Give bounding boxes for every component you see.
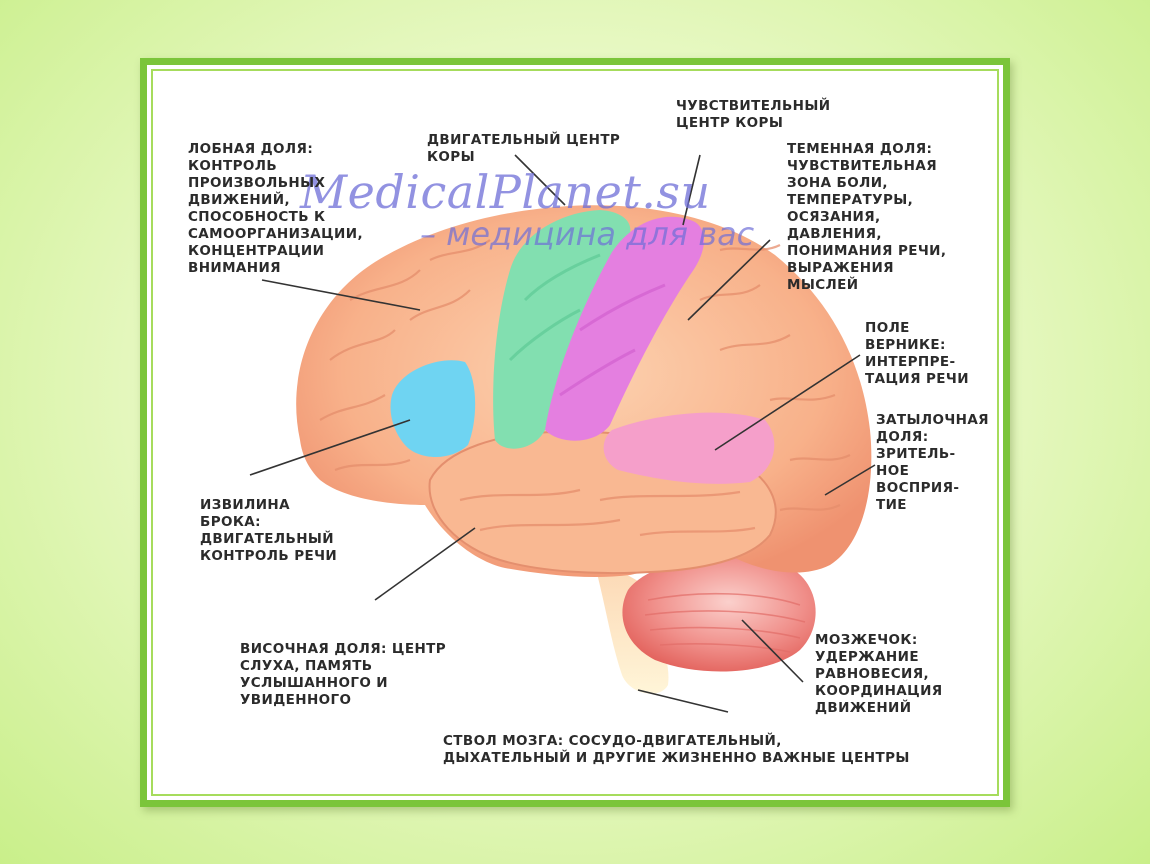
leader-wernicke [714,354,861,451]
sensory-area [545,216,705,441]
leader-cerebellum [741,619,804,683]
watermark-site: MedicalPlanet.su [300,165,711,219]
leader-parietal [687,239,771,321]
leader-frontal [261,279,421,311]
label-brainstem: СТВОЛ МОЗГА: СОСУДО-ДВИГАТЕЛЬНЫЙ, ДЫХАТЕ… [443,733,910,766]
leader-broca [249,419,411,476]
label-cerebellum: МОЗЖЕЧОК: УДЕРЖАНИЕ РАВНОВЕСИЯ, КООРДИНА… [815,632,943,716]
leader-brainstem [637,689,729,713]
leader-sensory [682,154,701,226]
leader-lines [249,154,876,713]
broca-area [390,360,476,458]
label-wernicke: ПОЛЕ ВЕРНИКЕ: ИНТЕРПРЕ- ТАЦИЯ РЕЧИ [865,320,969,387]
label-motor-center: ДВИГАТЕЛЬНЫЙ ЦЕНТР КОРЫ [427,132,621,165]
label-parietal-lobe: ТЕМЕННАЯ ДОЛЯ: ЧУВСТВИТЕЛЬНАЯ ЗОНА БОЛИ,… [787,141,947,293]
wernicke-area [603,412,775,484]
leader-motor [514,154,566,206]
leader-occipital [824,464,876,496]
label-occipital-lobe: ЗАТЫЛОЧНАЯ ДОЛЯ: ЗРИТЕЛЬ- НОЕ ВОСПРИЯ- Т… [876,412,989,513]
label-sensory-center: ЧУВСТВИТЕЛЬНЫЙ ЦЕНТР КОРЫ [676,98,831,131]
cerebellum-folds [644,592,806,653]
watermark-tagline: – медицина для вас [420,215,755,253]
motor-area [493,210,631,449]
label-temporal-lobe: ВИСОЧНАЯ ДОЛЯ: ЦЕНТР СЛУХА, ПАМЯТЬ УСЛЫШ… [240,641,447,708]
label-broca: ИЗВИЛИНА БРОКА: ДВИГАТЕЛЬНЫЙ КОНТРОЛЬ РЕ… [200,497,338,564]
cortex-gyri [319,239,851,537]
cerebellum [622,555,816,672]
label-frontal-lobe: ЛОБНАЯ ДОЛЯ: КОНТРОЛЬ ПРОИЗВОЛЬНЫХ ДВИЖЕ… [188,141,363,276]
leader-temporal [374,527,476,601]
